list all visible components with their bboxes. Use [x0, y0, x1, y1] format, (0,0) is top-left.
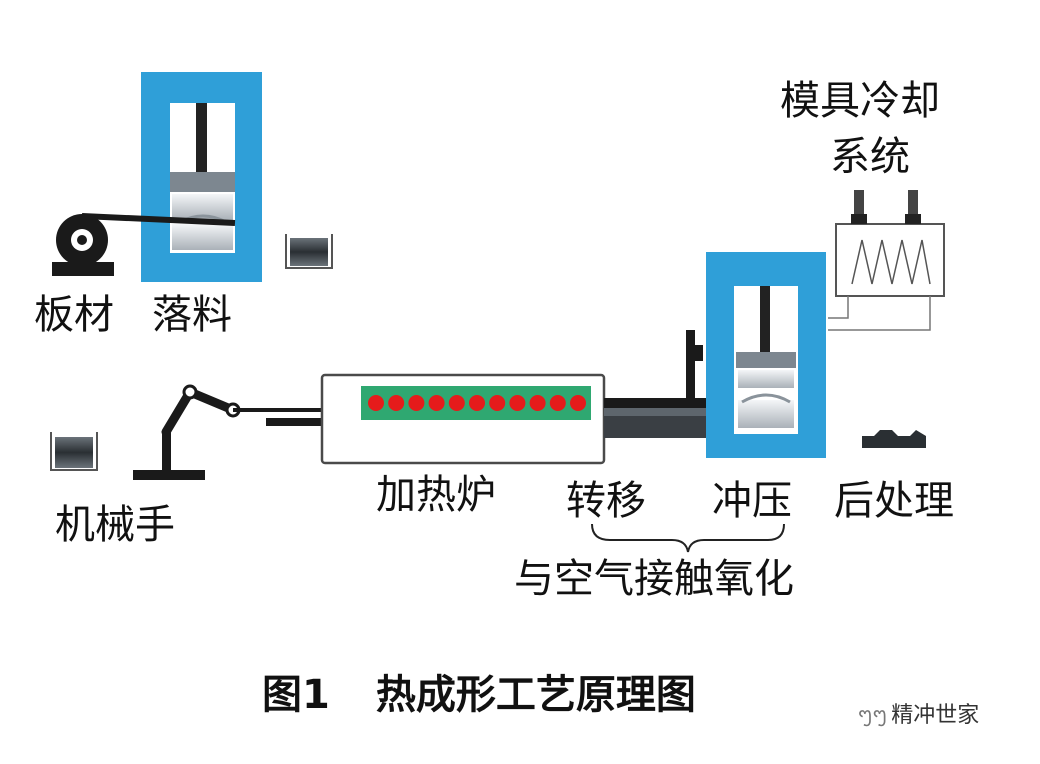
label-blanking: 落料 — [152, 292, 232, 338]
heated-blank — [368, 395, 384, 411]
process-brace — [591, 523, 785, 553]
heated-blank — [489, 395, 506, 411]
sheet-coil — [52, 214, 114, 276]
figure-caption: 图1 热成形工艺原理图 — [262, 662, 696, 720]
heated-blank — [549, 395, 566, 411]
heated-blank — [509, 395, 526, 411]
label-transfer: 转移 — [566, 478, 646, 524]
heated-blank — [570, 395, 586, 411]
furnace-blanks — [368, 395, 586, 411]
blank-stack-left — [50, 432, 98, 471]
figure-number: 图1 — [262, 672, 330, 718]
robot-arm — [133, 384, 324, 480]
heated-blank — [469, 395, 485, 411]
blank-stack-top — [285, 234, 333, 269]
label-die-cooling-system: 系统 — [830, 134, 910, 180]
label-furnace: 加热炉 — [376, 472, 496, 518]
sheet-strip — [81, 213, 236, 226]
label-oxidation: 与空气接触氧化 — [514, 556, 794, 602]
heated-blank — [428, 395, 445, 411]
heated-blank — [388, 395, 405, 411]
label-post-process: 后处理 — [834, 478, 954, 524]
heated-blank — [408, 395, 425, 411]
heated-blank — [529, 395, 546, 411]
label-sheet: 板材 — [34, 292, 114, 338]
watermark-text: 精冲世家 — [891, 703, 980, 728]
post-processed-part — [862, 430, 926, 448]
heating-furnace — [320, 373, 606, 465]
blanking-press — [141, 72, 262, 282]
stamping-press — [706, 252, 826, 458]
figure-title: 热成形工艺原理图 — [375, 672, 696, 718]
label-die-cooling: 模具冷却 — [780, 78, 940, 124]
heated-blank — [448, 395, 465, 411]
transfer-conveyor — [604, 330, 706, 438]
label-robot: 机械手 — [55, 502, 175, 548]
label-stamping: 冲压 — [712, 478, 792, 524]
die-cooling-unit — [828, 190, 945, 331]
wechat-logo-icon: ᪧᪧ — [858, 703, 888, 728]
